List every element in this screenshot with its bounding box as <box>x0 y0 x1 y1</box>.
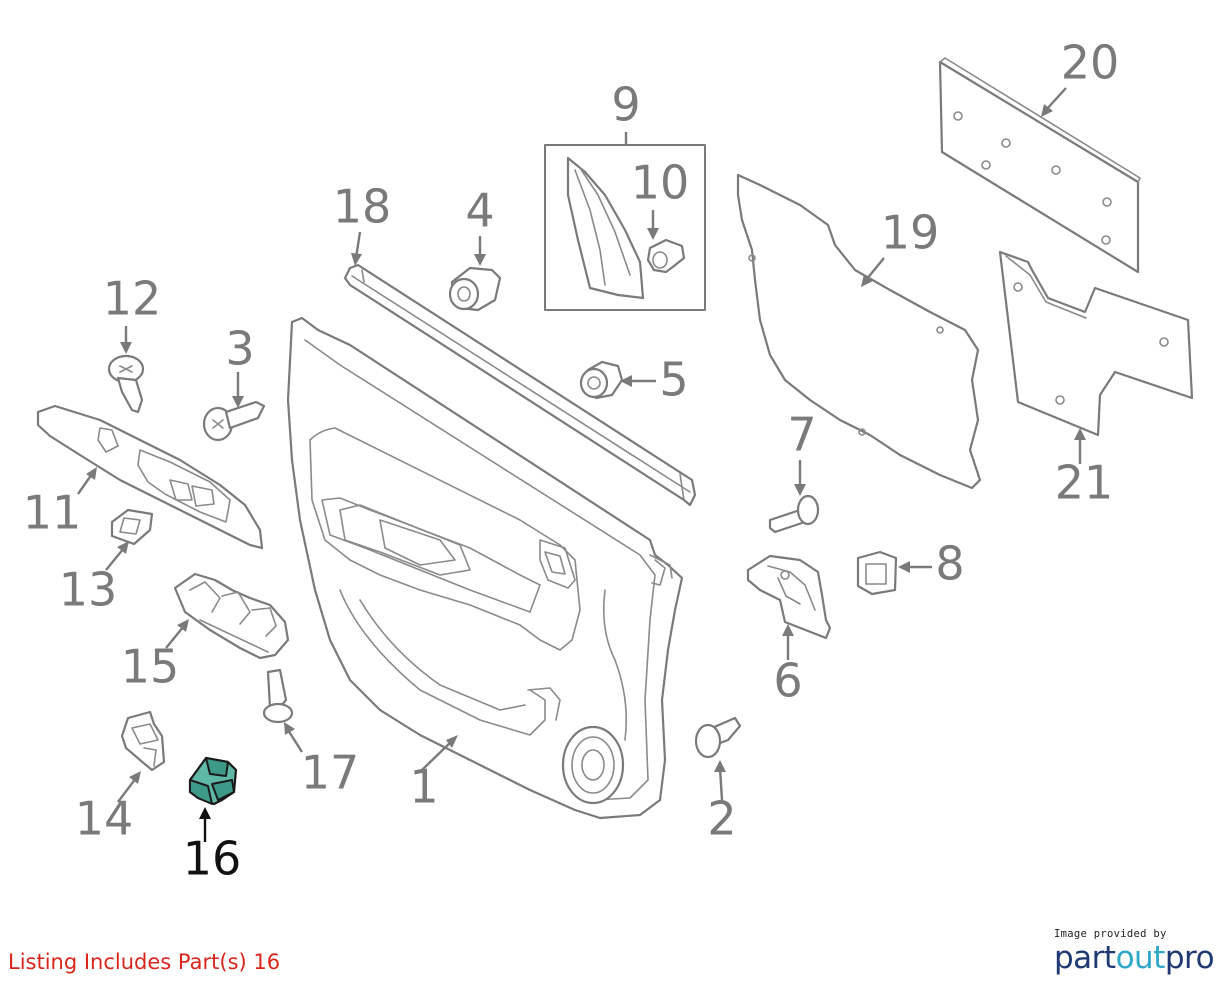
callout-13: 13 <box>59 563 118 617</box>
callout-3: 3 <box>225 322 254 376</box>
logo-word-out: out <box>1115 940 1166 976</box>
callout-17: 17 <box>301 746 360 800</box>
callout-12: 12 <box>103 272 162 326</box>
provider-caption: Image provided by <box>1054 928 1167 940</box>
callout-8: 8 <box>935 537 964 591</box>
callout-9: 9 <box>611 78 640 132</box>
part-1-door-trim-panel <box>286 316 684 820</box>
callout-20: 20 <box>1061 36 1120 90</box>
part-3-screw <box>202 400 266 442</box>
part-18-belt-weatherstrip <box>343 263 697 507</box>
part-12-screw <box>107 354 145 414</box>
part-11-armrest-bezel <box>36 404 264 550</box>
callout-19: 19 <box>881 206 940 260</box>
part-7-screw <box>768 494 820 534</box>
part-17-screw <box>262 668 294 724</box>
callout-7: 7 <box>787 408 816 462</box>
leader-lines <box>77 87 1086 842</box>
part-8-nut <box>856 550 898 596</box>
part-19-watershield <box>736 173 982 490</box>
callout-14: 14 <box>75 792 134 846</box>
part-9-mirror-trim <box>544 144 706 311</box>
callout-16[interactable]: 16 <box>183 832 242 886</box>
callout-5: 5 <box>659 353 688 407</box>
part-15-switch-bracket <box>173 572 290 660</box>
part-16-switch-highlighted[interactable] <box>188 756 238 806</box>
part-6-handle-bracket <box>746 554 832 640</box>
callout-4: 4 <box>465 184 494 238</box>
callout-10: 10 <box>631 156 690 210</box>
callout-11: 11 <box>23 486 82 540</box>
part-21-panel <box>998 250 1194 437</box>
listing-includes-text: Listing Includes Part(s) 16 <box>8 950 281 974</box>
callout-21: 21 <box>1055 456 1114 510</box>
part-10-clip <box>646 238 686 274</box>
image-provider-credit: Image provided by partoutpro <box>1054 928 1215 976</box>
callout-18: 18 <box>333 180 392 234</box>
callout-15: 15 <box>121 640 180 694</box>
part-2-push-pin <box>694 716 742 759</box>
part-13-clip <box>110 508 154 546</box>
partoutpro-logo[interactable]: partoutpro <box>1054 940 1215 976</box>
logo-word-part: part <box>1054 940 1116 976</box>
part-5-grommet <box>579 360 624 400</box>
logo-word-pro: pro <box>1164 940 1215 976</box>
part-14-switch <box>120 710 166 772</box>
callout-1: 1 <box>409 760 438 814</box>
part-4-clip <box>448 266 502 312</box>
part-20-panel <box>938 57 1141 274</box>
callout-2: 2 <box>707 792 736 846</box>
callout-labels: 1 2 3 4 5 6 7 8 9 10 11 12 13 14 15 16 1… <box>23 36 1120 886</box>
callout-6: 6 <box>773 654 802 708</box>
